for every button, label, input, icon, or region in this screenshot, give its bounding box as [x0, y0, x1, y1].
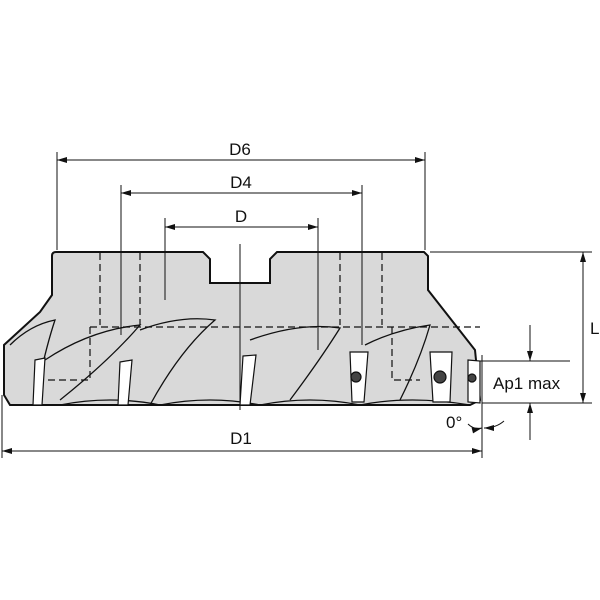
label-d4: D4 — [230, 173, 252, 192]
insert — [32, 357, 46, 406]
label-l: L — [590, 319, 599, 338]
flutes — [9, 318, 471, 406]
inserts — [32, 351, 481, 406]
extension-lines — [1, 152, 592, 458]
label-d1: D1 — [230, 429, 252, 448]
dimension-lines — [2, 157, 586, 454]
label-d: D — [235, 207, 247, 226]
insert — [117, 359, 133, 406]
label-angle: 0° — [446, 413, 462, 432]
label-d6: D6 — [229, 140, 251, 159]
label-ap1max: Ap1 max — [493, 374, 561, 393]
insert — [239, 354, 257, 406]
